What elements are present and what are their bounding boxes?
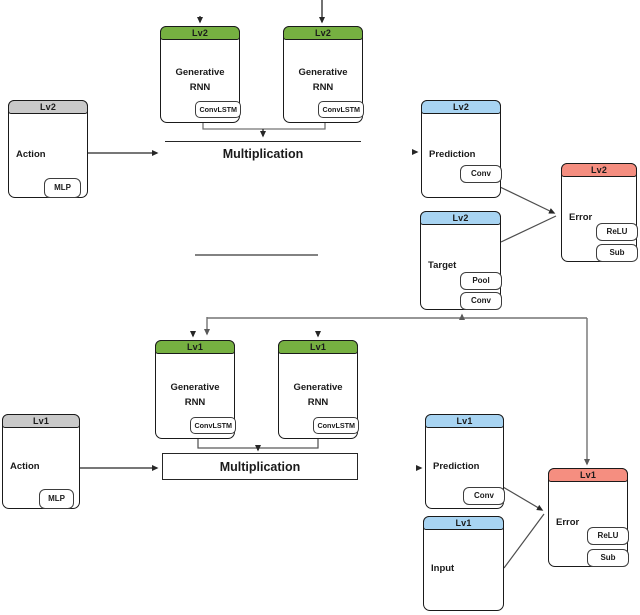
line-prediction-to-error-lv2	[499, 186, 556, 214]
connector-rnn-outputs-lv1	[197, 439, 319, 449]
multiplication-operator-lv1: Multiplication	[162, 453, 358, 480]
node-error-lv2: Lv2 Error ReLU Sub	[561, 163, 638, 262]
relu-tag: ReLU	[587, 527, 629, 545]
mlp-tag: MLP	[39, 489, 74, 509]
node-title: Target	[428, 260, 457, 272]
sub-tag: Sub	[596, 244, 638, 262]
node-title: Action	[16, 148, 46, 160]
level-badge: Lv1	[423, 516, 504, 530]
node-title: Generative RNN	[298, 67, 348, 93]
node-title: Prediction	[429, 148, 476, 160]
conv-tag: Conv	[460, 292, 502, 310]
level-badge: Lv2	[160, 26, 240, 40]
node-title: Action	[10, 461, 40, 473]
level-badge: Lv2	[420, 211, 501, 225]
node-target-lv2: Lv2 Target Pool Conv	[420, 211, 502, 310]
convlstm-tag: ConvLSTM	[318, 100, 364, 118]
mlp-tag: MLP	[44, 178, 81, 198]
node-title: Generative RNN	[170, 382, 220, 408]
node-generative-rnn-lv2-right: Lv2 Generative RNN ConvLSTM	[283, 26, 364, 123]
node-action-lv2: Lv2 Action MLP	[8, 100, 88, 198]
node-title: Generative RNN	[293, 382, 343, 408]
level-badge: Lv2	[561, 163, 637, 177]
conv-tag: Conv	[460, 165, 502, 183]
level-badge: Lv1	[548, 468, 628, 482]
level-badge: Lv2	[8, 100, 88, 114]
node-title: Error	[569, 212, 593, 224]
convlstm-tag: ConvLSTM	[313, 416, 359, 434]
line-target-to-error-lv2	[500, 215, 557, 243]
node-title: Prediction	[433, 461, 480, 473]
sub-tag: Sub	[587, 549, 629, 567]
node-prediction-lv1: Lv1 Prediction Conv	[425, 414, 505, 509]
level-badge: Lv2	[283, 26, 363, 40]
pool-tag: Pool	[460, 272, 502, 290]
node-input-lv1: Lv1 Input	[423, 516, 504, 611]
node-title: Error	[556, 517, 580, 529]
node-error-lv1: Lv1 Error ReLU Sub	[548, 468, 629, 567]
operator-label: Multiplication	[219, 459, 301, 474]
connector-rnn-outputs-lv2	[202, 123, 326, 130]
convlstm-tag: ConvLSTM	[190, 416, 236, 434]
node-title: Generative RNN	[175, 67, 225, 93]
relu-tag: ReLU	[596, 223, 638, 241]
node-generative-rnn-lv1-right: Lv1 Generative RNN ConvLSTM	[278, 340, 359, 439]
level-badge: Lv1	[278, 340, 358, 354]
line-prediction-to-error-lv1	[502, 486, 544, 511]
node-action-lv1: Lv1 Action MLP	[2, 414, 80, 509]
line-input-to-error-lv1	[503, 513, 545, 569]
conv-tag: Conv	[463, 487, 505, 505]
level-badge: Lv1	[425, 414, 504, 428]
node-title: Input	[431, 563, 455, 575]
level-badge: Lv2	[421, 100, 501, 114]
multiplication-operator-lv2: Multiplication	[165, 141, 361, 166]
node-generative-rnn-lv1-left: Lv1 Generative RNN ConvLSTM	[155, 340, 236, 439]
operator-label: Multiplication	[222, 147, 304, 161]
node-generative-rnn-lv2-left: Lv2 Generative RNN ConvLSTM	[160, 26, 241, 123]
node-prediction-lv2: Lv2 Prediction Conv	[421, 100, 502, 198]
convlstm-tag: ConvLSTM	[195, 100, 241, 118]
level-badge: Lv1	[155, 340, 235, 354]
level-badge: Lv1	[2, 414, 80, 428]
